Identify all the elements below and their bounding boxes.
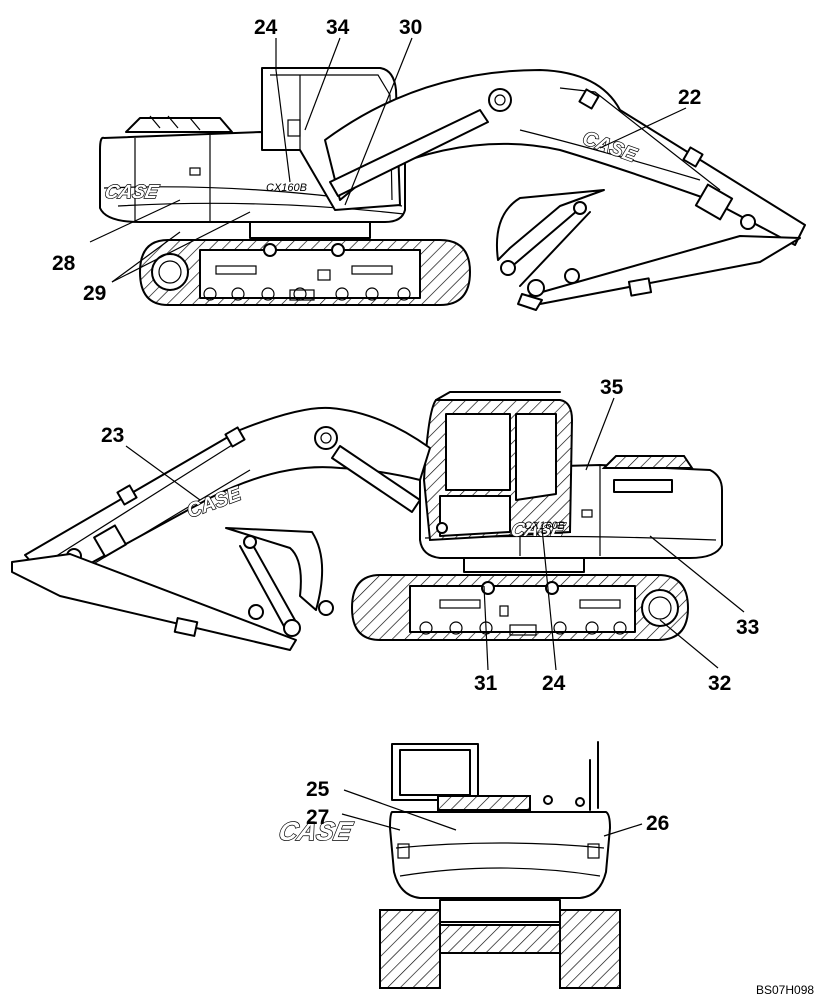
right-view-boom [11, 406, 431, 651]
callout-23: 23 [101, 424, 124, 447]
callout-24-top: 24 [254, 16, 278, 39]
callout-29: 29 [83, 282, 106, 305]
left-view-track [138, 221, 472, 306]
rear-view-leader-lines [341, 789, 643, 837]
callout-26: 26 [646, 812, 669, 835]
left-view-boom [324, 69, 806, 311]
right-view-model-decal: CX160B [524, 520, 565, 532]
left-view-counterweight-brand: CASE [103, 182, 161, 203]
callout-35: 35 [600, 376, 624, 399]
callout-33: 33 [736, 616, 759, 639]
right-side-view: CASE CASE CX160B 23 35 33 31 24 32 [11, 376, 759, 695]
left-side-view: CASE CASE CX160B 24 34 30 22 28 29 [52, 16, 806, 311]
callout-24-middle: 24 [542, 672, 566, 695]
callout-28: 28 [52, 252, 76, 275]
right-view-upper-structure [419, 391, 723, 559]
rear-view-brand: CASE [276, 816, 356, 846]
callout-32: 32 [708, 672, 731, 695]
callout-34: 34 [326, 16, 350, 39]
callout-31: 31 [474, 672, 498, 695]
drawing-reference-code: BS07H098 [756, 983, 814, 997]
right-view-leader-lines [125, 397, 745, 671]
left-view-leader-lines [89, 37, 687, 283]
rear-view: CASE 25 27 26 [275, 741, 669, 989]
rear-view-left-track [379, 909, 441, 989]
callout-27: 27 [306, 806, 329, 829]
rear-view-right-track [559, 909, 621, 989]
left-view-model-decal: CX160B [266, 182, 307, 194]
rear-view-counterweight [389, 811, 611, 899]
callout-22: 22 [678, 86, 701, 109]
right-view-track [350, 555, 690, 641]
callout-30: 30 [399, 16, 422, 39]
callout-25: 25 [306, 778, 330, 801]
right-view-counterweight-brand: CASE [509, 520, 567, 541]
